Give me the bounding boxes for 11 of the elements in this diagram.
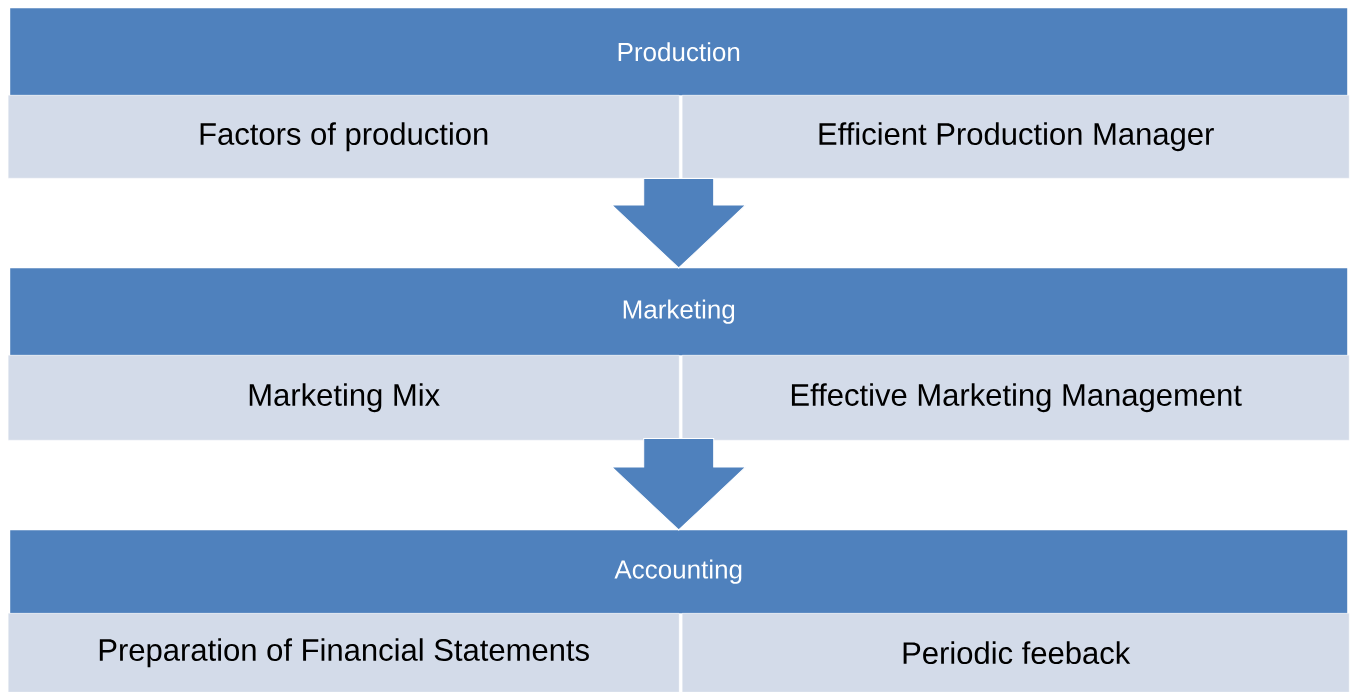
block-arrow: [611, 177, 747, 269]
item-box: Periodic feeback: [682, 612, 1350, 692]
heading-band: Production: [10, 8, 1348, 96]
heading-band: Marketing: [10, 268, 1348, 356]
block-arrow: [611, 437, 747, 531]
item-box: Efficient Production Manager: [682, 95, 1350, 179]
item-box: Factors of production: [8, 95, 680, 179]
heading-band: Accounting: [10, 530, 1348, 614]
item-box: Marketing Mix: [8, 355, 680, 441]
item-box: Preparation of Financial Statements: [8, 612, 680, 692]
item-box: Effective Marketing Management: [682, 355, 1350, 441]
